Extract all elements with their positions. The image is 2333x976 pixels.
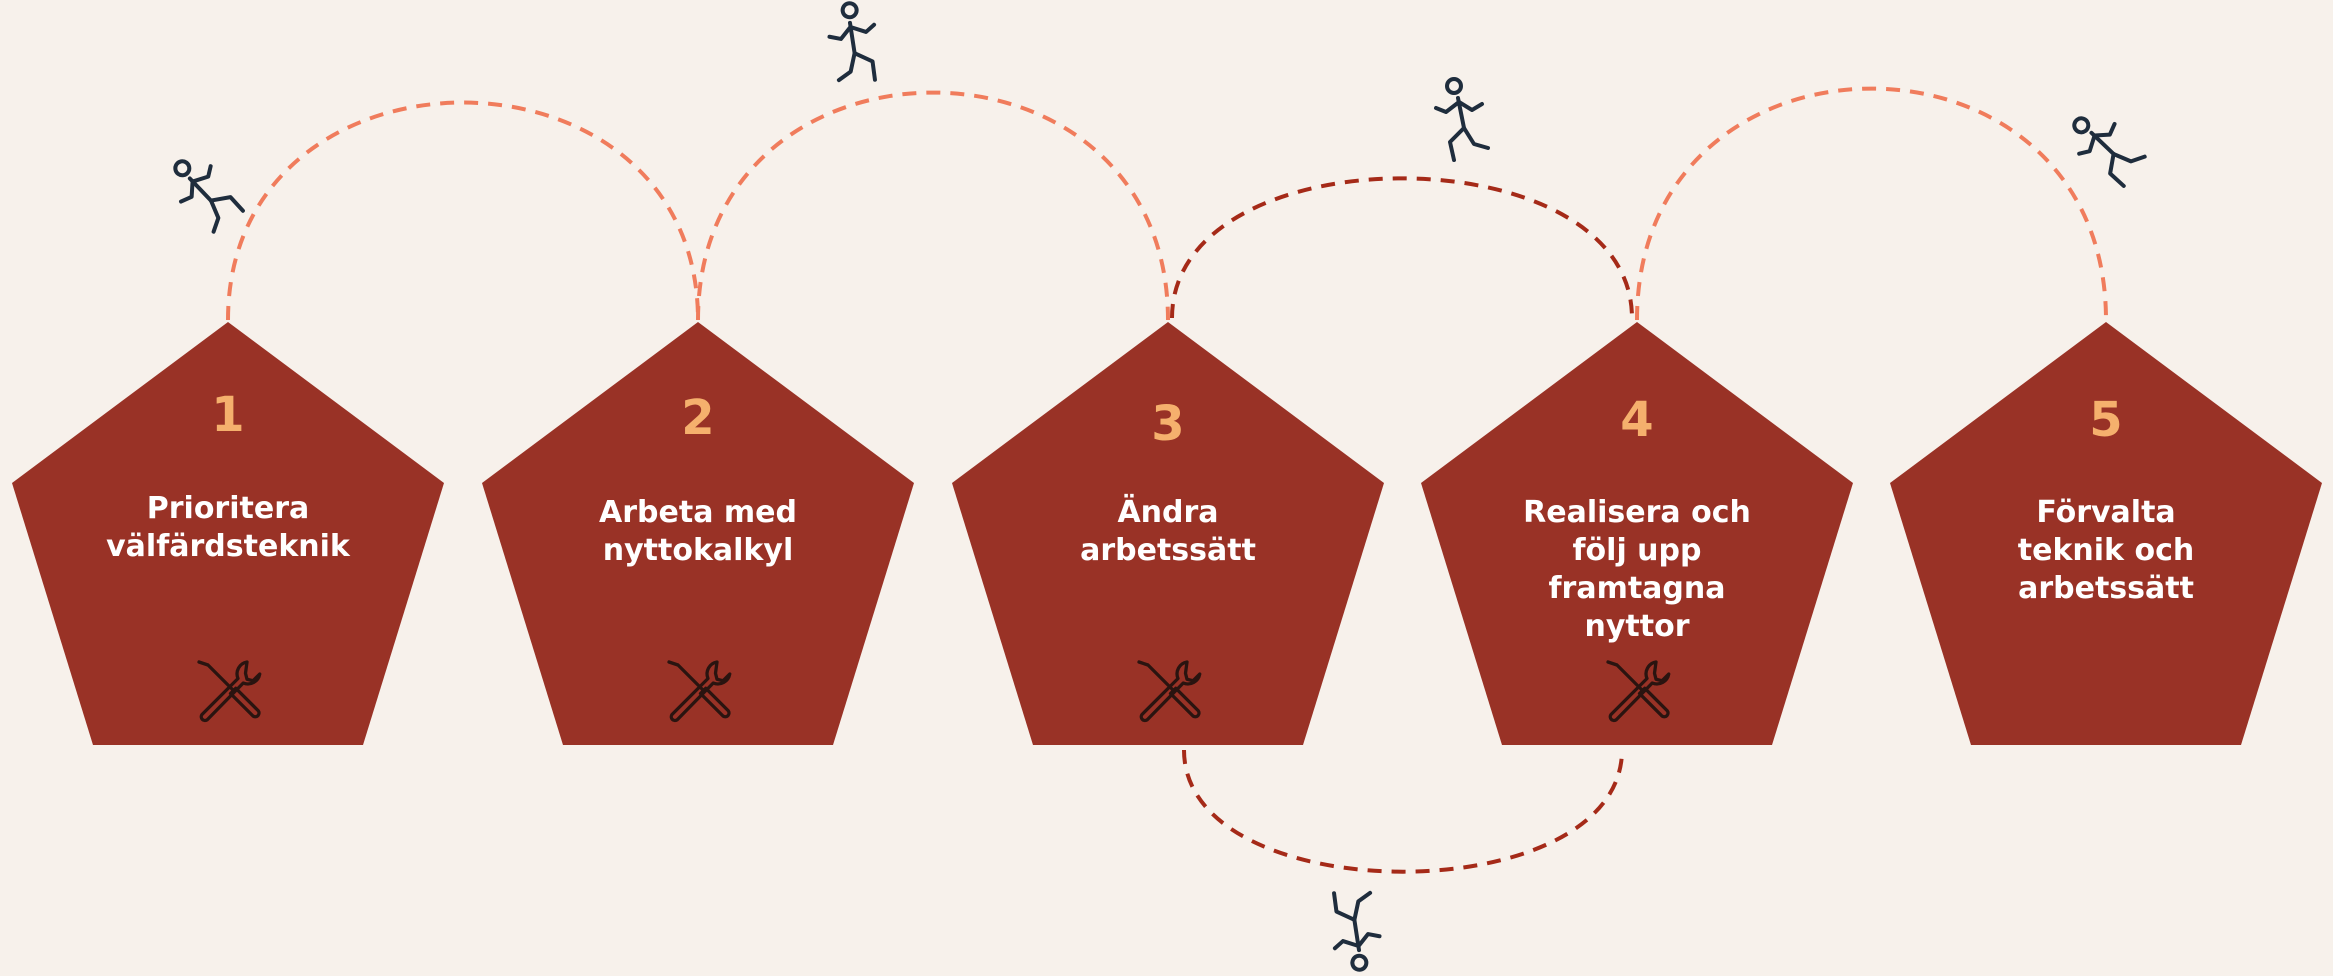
step-label-line: teknik och: [2018, 533, 2194, 568]
running-person-icon: [827, 1, 877, 83]
tools-icon: [197, 660, 262, 723]
connector-arc-4: [1182, 749, 1624, 874]
step-label-line: Arbeta med: [599, 495, 797, 530]
connector-arc-3: [1170, 176, 1634, 319]
step-pentagon: [1421, 322, 1853, 745]
running-person-icon: [1434, 77, 1490, 162]
connector-arc-1: [226, 100, 700, 321]
connector-arc-5: [1635, 86, 2108, 321]
step-label-line: framtagna: [1548, 571, 1725, 606]
step-pentagon: [482, 322, 914, 745]
step-label-line: arbetssätt: [1080, 533, 1256, 568]
step-label-line: nyttokalkyl: [603, 533, 793, 568]
connector-arcs: [226, 86, 2108, 874]
step-number: 1: [211, 387, 244, 443]
step-number: 4: [1620, 392, 1653, 448]
step-number: 5: [2089, 392, 2122, 448]
step-label-line: arbetssätt: [2018, 571, 2194, 606]
step-label-line: nyttor: [1585, 609, 1690, 644]
tools-icon: [667, 660, 732, 723]
step-label-line: Förvalta: [2036, 495, 2175, 530]
step-pentagon: [12, 322, 444, 745]
running-person-icon: [2072, 116, 2147, 188]
tools-icon: [1606, 660, 1671, 723]
tools-icon: [1137, 660, 1202, 723]
step-pentagon: [952, 322, 1384, 745]
step-number: 3: [1151, 396, 1184, 452]
step-pentagon: [1890, 322, 2322, 745]
connector-arc-2: [696, 90, 1170, 321]
step-label-line: Realisera och: [1523, 495, 1751, 530]
step-label-line: välfärdsteknik: [106, 529, 351, 564]
running-person-icon: [1332, 890, 1382, 972]
runner-figures: [173, 1, 2147, 972]
step-label-line: Prioritera: [147, 491, 309, 526]
step-label-line: Ändra: [1117, 494, 1218, 530]
step-number: 2: [681, 390, 714, 446]
step-label-line: följ upp: [1573, 533, 1702, 568]
running-person-icon: [173, 159, 245, 234]
